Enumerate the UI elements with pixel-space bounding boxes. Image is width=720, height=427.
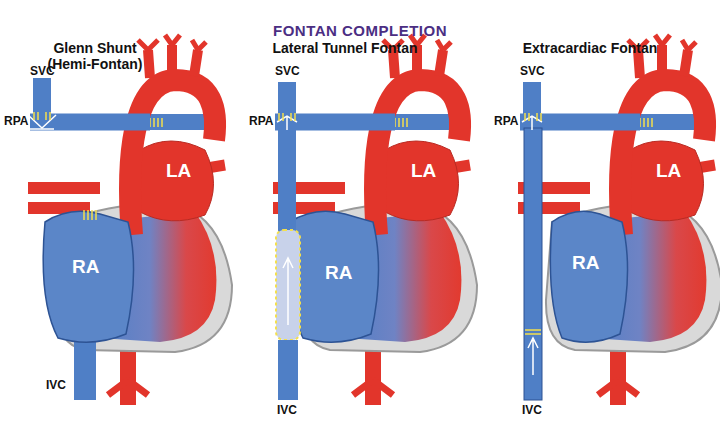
vessel-label: IVC bbox=[277, 403, 297, 417]
chamber-label: RA bbox=[72, 256, 99, 278]
glenn-panel bbox=[28, 35, 232, 405]
panel-heading: Extracardiac Fontan bbox=[510, 40, 670, 56]
vessel-label: RPA bbox=[249, 114, 273, 128]
vessel-label: IVC bbox=[522, 403, 542, 417]
vessel-label: RPA bbox=[4, 114, 28, 128]
chamber-label: LA bbox=[656, 160, 681, 182]
lateral-tunnel-panel bbox=[273, 35, 477, 405]
chamber-label: LA bbox=[411, 160, 436, 182]
vessel-label: IVC bbox=[46, 378, 66, 392]
vessel-label: SVC bbox=[275, 64, 300, 78]
vessel-label: SVC bbox=[520, 64, 545, 78]
chamber-label: RA bbox=[325, 262, 352, 284]
vessel-label: SVC bbox=[30, 64, 55, 78]
extracardiac-panel bbox=[518, 35, 720, 405]
chamber-label: RA bbox=[572, 252, 599, 274]
chamber-label: LA bbox=[166, 160, 191, 182]
panel-heading: Lateral Tunnel Fontan bbox=[265, 40, 425, 56]
vessel-label: RPA bbox=[494, 114, 518, 128]
diagram-title: FONTAN COMPLETION bbox=[210, 22, 510, 39]
